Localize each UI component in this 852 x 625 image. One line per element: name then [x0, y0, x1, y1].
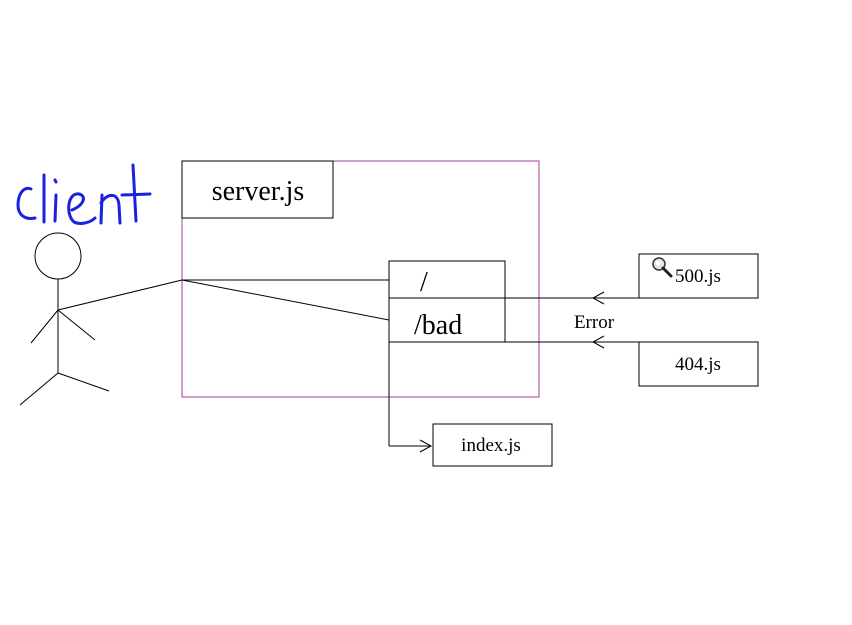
actor-leg-left [19, 372, 59, 406]
route-bad-label: /bad [414, 310, 462, 341]
actor-head [34, 232, 82, 280]
file-index-box: index.js [432, 423, 553, 467]
route-bad-cell [388, 297, 506, 343]
server-boundary [181, 160, 540, 398]
route-root-label: / [420, 267, 428, 298]
actor-arm-left [30, 309, 59, 344]
server-to-bad-route-line [181, 279, 390, 321]
error404-arrowhead [591, 335, 605, 349]
error-edges [389, 291, 639, 349]
index-edge [388, 298, 433, 453]
file-500-label: 500.js [675, 266, 721, 287]
client-connections [57, 279, 390, 321]
actor-arm-right [57, 309, 96, 341]
file-500-box: 500.js [638, 253, 759, 299]
server-title-box: server.js [181, 160, 334, 219]
client-actor [19, 232, 110, 406]
actor-leg-right [57, 372, 110, 392]
file-404-label: 404.js [675, 354, 721, 375]
routes-box: / /bad [388, 260, 506, 343]
search-icon [652, 257, 673, 278]
client-to-server-line [57, 279, 183, 311]
route-root-cell [388, 260, 506, 299]
error500-arrowhead [591, 291, 605, 305]
client-label: client [16, 163, 152, 225]
server-title: server.js [212, 176, 305, 207]
error-edge-label: Error [574, 312, 615, 333]
file-index-label: index.js [461, 435, 521, 456]
client-handwriting [16, 163, 152, 225]
file-404-box: 404.js [638, 341, 759, 387]
index-arrowhead [419, 439, 433, 453]
